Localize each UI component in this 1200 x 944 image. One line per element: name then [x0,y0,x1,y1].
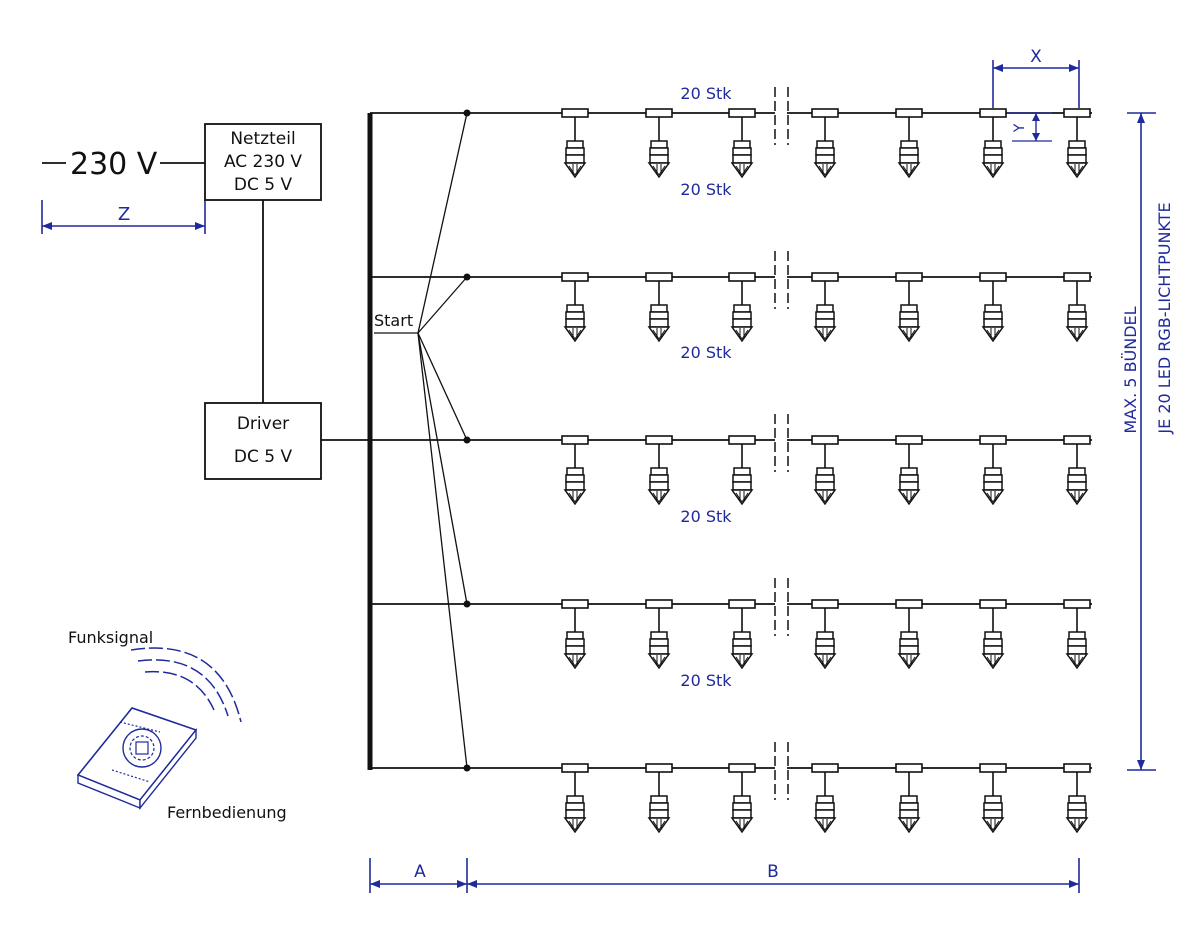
led-light-icon [895,272,923,342]
dimension-z-label: Z [118,204,130,225]
remote-control-icon [76,707,198,810]
led-light-icon [895,435,923,505]
driver-line1: Driver [237,414,289,434]
led-light-icon [645,272,673,342]
bundle-row-3 [370,414,1092,505]
dimension-y-label: Y [1012,123,1028,133]
dimension-x: X [992,47,1080,108]
led-light-icon [645,435,673,505]
led-light-icon [645,599,673,669]
dimension-z: Z [41,200,206,234]
led-light-icon [811,763,839,833]
dimension-bundle-height: MAX. 5 BÜNDEL JE 20 LED RGB-LICHTPUNKTE [1121,112,1174,771]
led-light-icon [1063,435,1091,505]
bundle-node [463,764,471,772]
led-light-icon [728,108,756,178]
led-light-icon [811,272,839,342]
bundle-node [463,109,471,117]
power-unit-line1: Netzteil [230,129,295,149]
led-light-icon [979,272,1007,342]
break-mark [774,251,789,309]
count-label-3: 20 Stk [680,507,732,526]
led-light-icon [979,108,1007,178]
led-light-icon [561,763,589,833]
count-label-2: 20 Stk [680,343,732,362]
led-light-icon [1063,272,1091,342]
break-mark [774,87,789,145]
led-light-icon [645,108,673,178]
start-fan-lines [417,112,468,769]
led-light-icon [811,108,839,178]
led-light-icon [811,599,839,669]
led-light-icon [895,599,923,669]
power-unit-line3: DC 5 V [234,175,293,195]
led-light-icon [1063,763,1091,833]
led-light-icon [561,599,589,669]
bundle-node [463,436,471,444]
break-mark [774,414,789,472]
bundle-row-2 [370,251,1092,342]
bundle-node [463,600,471,608]
driver-box: Driver DC 5 V [204,402,322,480]
led-light-icon [895,763,923,833]
dimension-a-label: A [414,862,426,882]
led-light-icon [561,108,589,178]
dimension-b: B [467,858,1080,893]
count-label-4: 20 Stk [680,671,732,690]
led-light-icon [728,599,756,669]
led-light-icon [811,435,839,505]
power-unit-line2: AC 230 V [224,152,302,172]
driver-line2: DC 5 V [234,447,293,467]
dimension-a: A [369,858,468,893]
signal-label: Funksignal [68,628,153,647]
dimension-b-label: B [767,862,779,882]
remote-device-label: Fernbedienung [167,803,287,822]
supply-voltage-label: 230 V [70,147,158,182]
led-light-icon [979,763,1007,833]
led-light-icon [561,435,589,505]
led-light-icon [1063,108,1091,178]
vertical-note-line2: JE 20 LED RGB-LICHTPUNKTE [1155,202,1174,434]
break-mark [774,742,789,800]
led-light-icon [728,272,756,342]
led-light-icon [645,763,673,833]
bundle-row-5 [370,742,1092,833]
count-label-1: 20 Stk [680,180,732,199]
bundle-row-4 [370,578,1092,669]
start-label: Start [374,311,413,330]
led-light-icon [895,108,923,178]
led-light-icon [728,763,756,833]
dimension-x-label: X [1030,47,1042,67]
break-mark [774,578,789,636]
count-label-top: 20 Stk [680,84,732,103]
vertical-note-line1: MAX. 5 BÜNDEL [1121,306,1140,433]
dimension-y: Y [1007,112,1052,142]
led-light-icon [1063,599,1091,669]
led-light-icon [561,272,589,342]
led-light-icon [728,435,756,505]
led-light-icon [979,599,1007,669]
bundle-node [463,273,471,281]
power-unit-box: Netzteil AC 230 V DC 5 V [204,123,322,201]
radio-signal-arcs [130,647,242,723]
led-light-icon [979,435,1007,505]
